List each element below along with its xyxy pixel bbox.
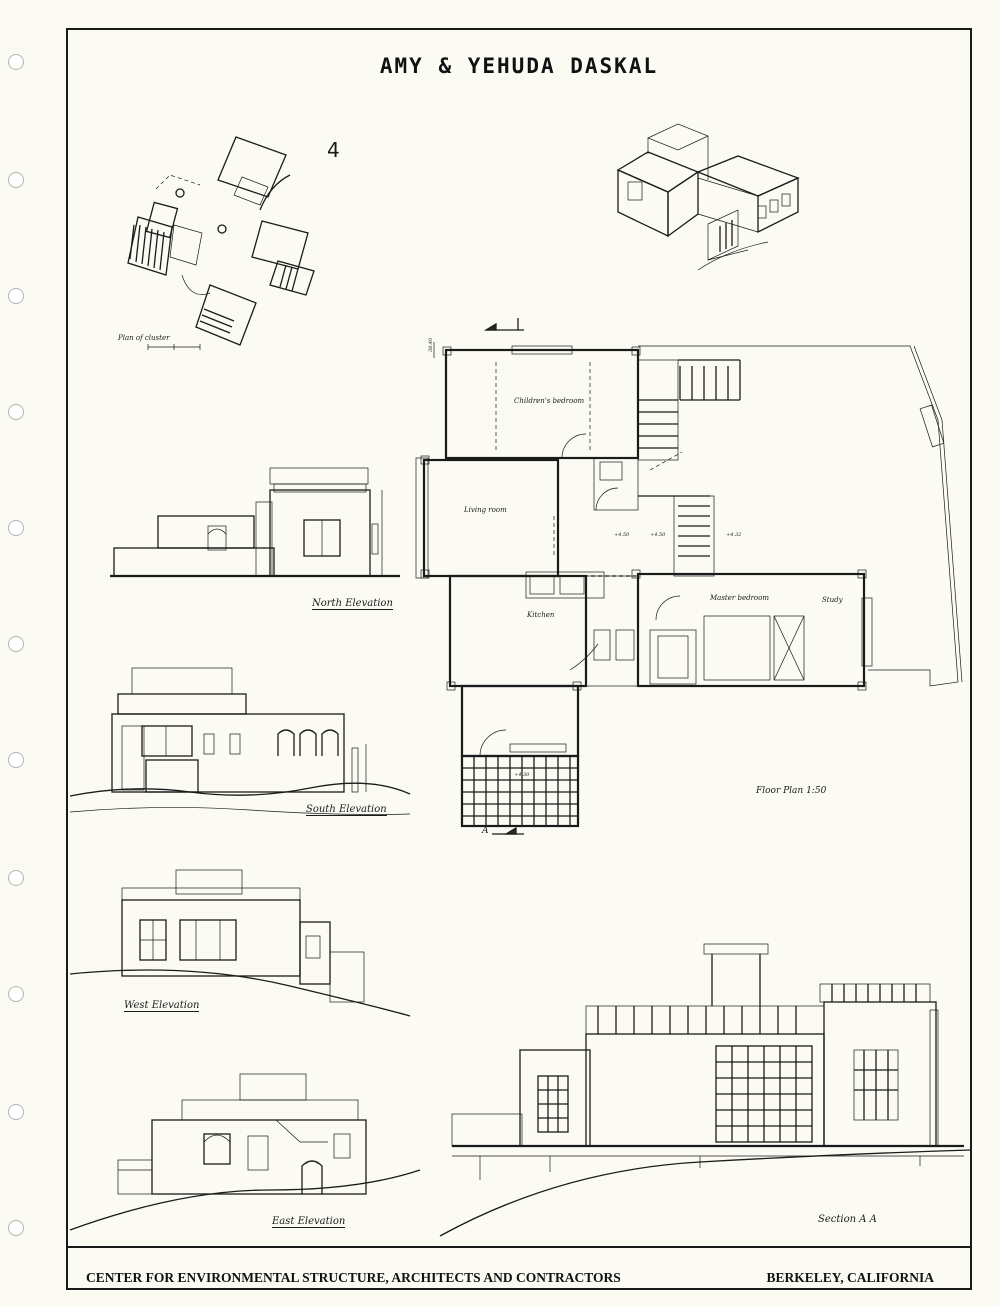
footer-location: BERKELEY, CALIFORNIA [766,1270,934,1285]
sheet-title: AMY & YEHUDA DASKAL [379,54,659,78]
level-mark: +4.50 [650,532,666,538]
level-mark: +4.32 [726,532,742,538]
room-label-living-room: Living room [464,506,507,514]
west-elevation-label: West Elevation [124,1000,200,1012]
north-mark: 4 [327,138,340,162]
axonometric-view [616,123,800,271]
east-elevation-label: East Elevation [272,1216,346,1228]
binder-hole [8,1104,24,1120]
level-mark: +4.50 [614,532,630,538]
footer-divider [66,1246,972,1248]
binder-hole [8,520,24,536]
drawing-sheet-border [66,28,972,1290]
room-label-master-bedroom: Master bedroom [710,594,769,602]
binder-hole [8,288,24,304]
binder-hole [8,54,24,70]
floor-plan [415,318,963,835]
binder-hole [8,870,24,886]
north-elevation-label: North Elevation [312,598,393,610]
elevation-mark: 38.40 [428,337,435,353]
footer-firm: CENTER FOR ENVIRONMENTAL STRUCTURE, ARCH… [86,1270,621,1285]
binder-hole [8,636,24,652]
section-a-a [439,943,971,1237]
west-elevation [69,869,411,1017]
room-label-children-bedroom: Children's bedroom [514,397,585,405]
room-label-kitchen: Kitchen [527,611,555,619]
room-label-study: Study [822,596,843,604]
binder-hole [8,1220,24,1236]
east-elevation [69,1073,421,1231]
section-marker-label: A [482,826,489,836]
floor-plan-title: Floor Plan 1:50 [756,786,827,796]
level-mark: +4.30 [514,772,530,778]
site-plan-label: Plan of cluster [118,334,170,342]
south-elevation [69,667,411,815]
section-label: Section A A [818,1214,877,1225]
binder-hole [8,172,24,188]
binder-hole [8,404,24,420]
binder-holes [8,0,30,1306]
binder-hole [8,986,24,1002]
north-elevation [110,467,400,578]
site-plan [127,136,315,350]
south-elevation-label: South Elevation [306,804,387,816]
binder-hole [8,752,24,768]
